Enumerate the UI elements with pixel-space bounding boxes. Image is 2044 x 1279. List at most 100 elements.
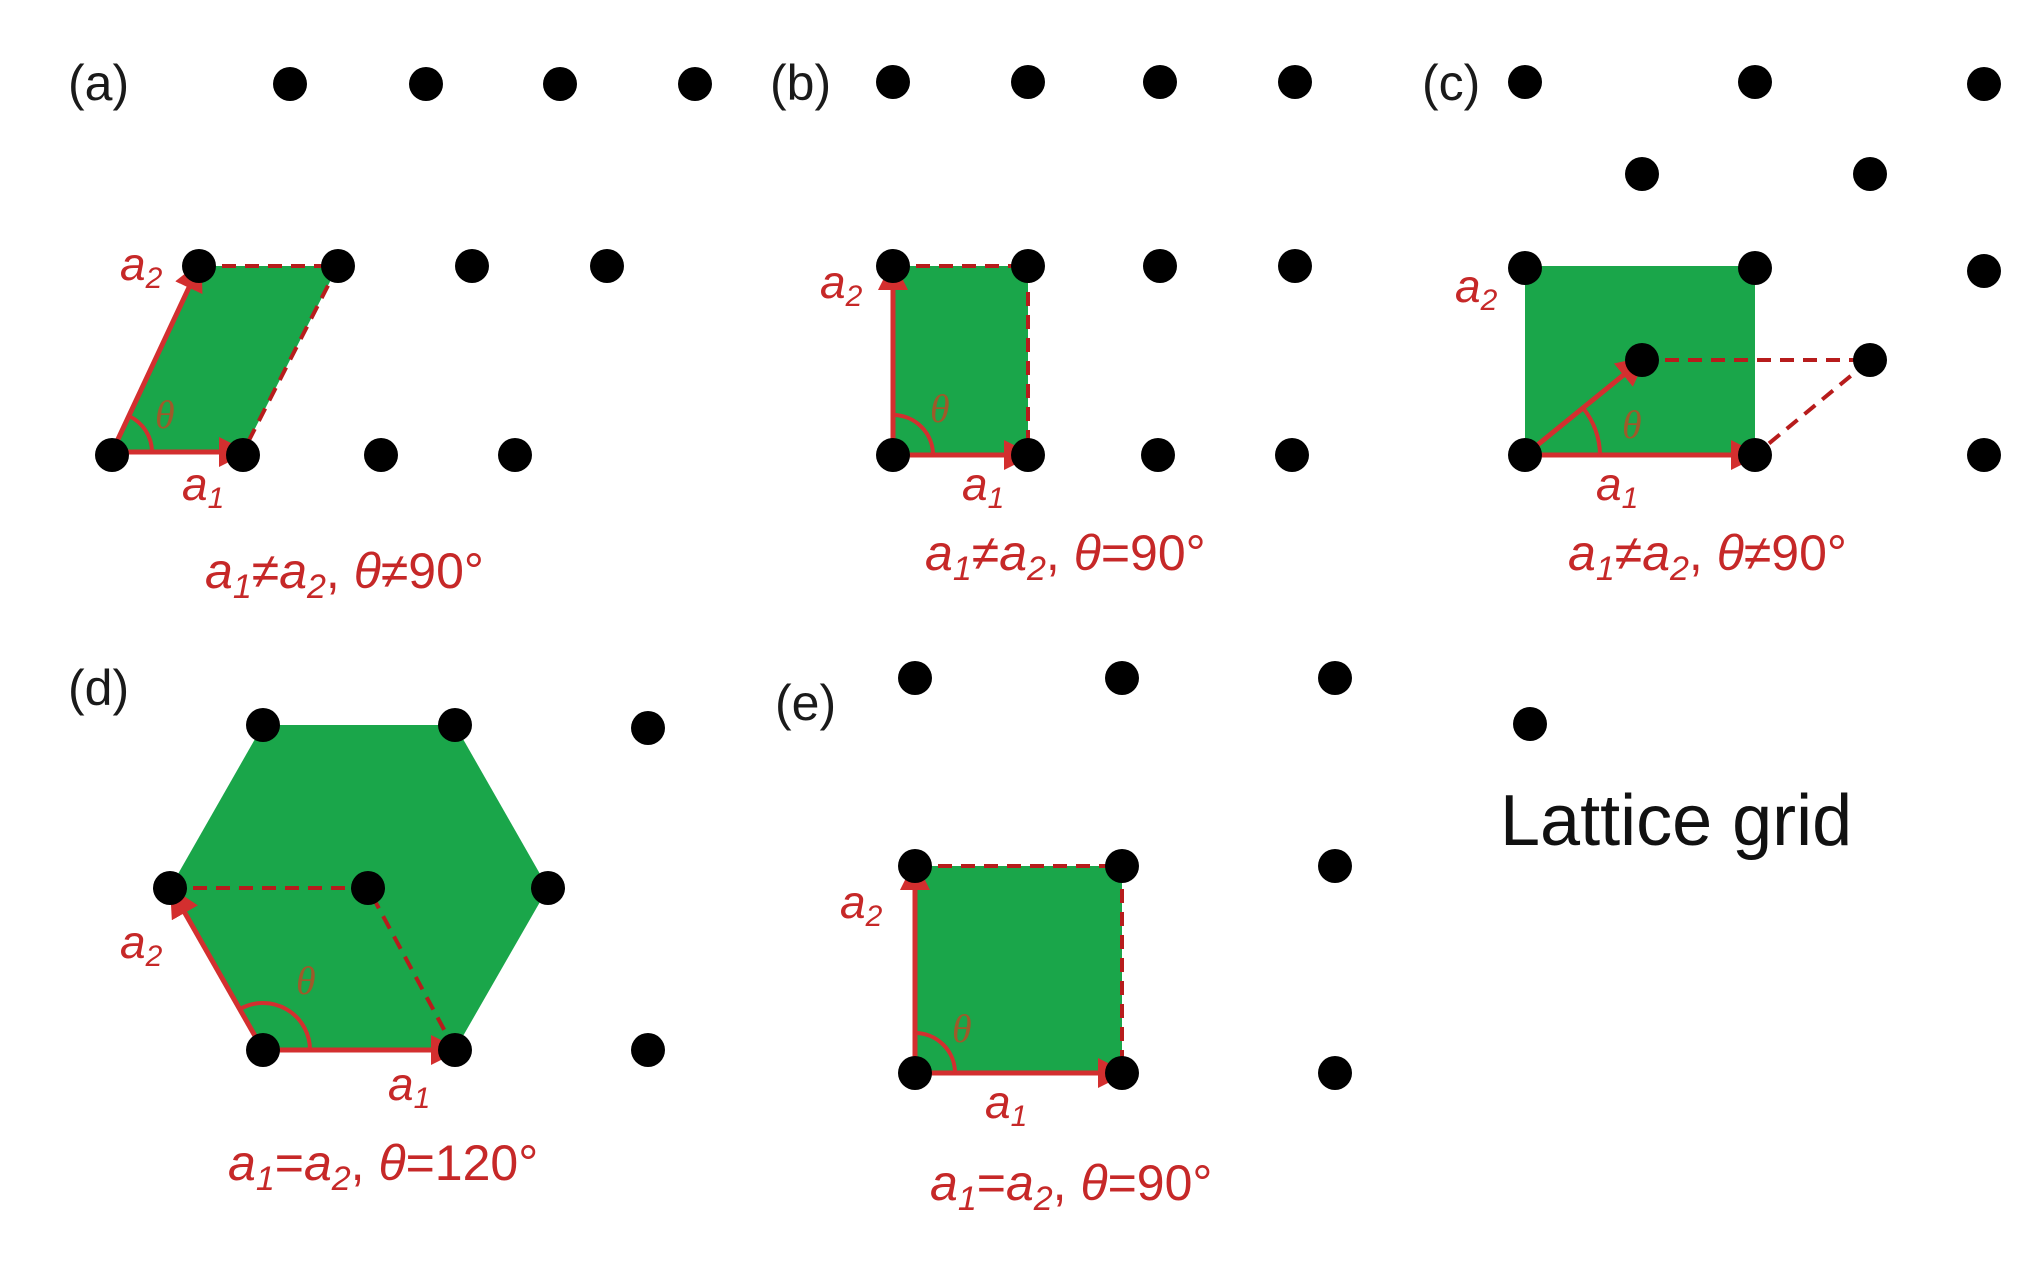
lattice-dots-e	[898, 661, 1547, 1090]
dashed-edge-c	[1642, 358, 1876, 457]
lattice-dot	[898, 661, 932, 695]
formula-c: a1≠a2, θ≠90°	[1568, 525, 1847, 588]
lattice-dots-d	[153, 708, 665, 1067]
lattice-dot	[1738, 251, 1772, 285]
dashed-edge-b	[893, 264, 1030, 455]
a2-label-b: a2	[820, 256, 863, 313]
lattice-dot	[876, 249, 910, 283]
lattice-dot	[1508, 251, 1542, 285]
theta-label-a: θ	[155, 392, 175, 437]
a2-label-e: a2	[840, 876, 883, 933]
lattice-dot	[1967, 67, 2001, 101]
a1-label-c: a1	[1596, 458, 1638, 515]
lattice-dot	[438, 1033, 472, 1067]
lattice-dot	[678, 67, 712, 101]
a2-label-a: a2	[120, 238, 163, 295]
lattice-dot	[273, 67, 307, 101]
unit-cell-b	[893, 266, 1028, 455]
lattice-dot	[898, 1056, 932, 1090]
lattice-dot	[543, 67, 577, 101]
vector-a2-c	[1523, 356, 1647, 457]
lattice-dot	[182, 249, 216, 283]
lattice-dot	[1011, 249, 1045, 283]
lattice-dot	[1143, 65, 1177, 99]
panel-e: (e) θ a1 a2 a1=a2, θ=90°	[775, 661, 1547, 1218]
panel-label-a: (a)	[68, 55, 129, 111]
a1-label-b: a1	[962, 458, 1004, 515]
a2-label-d: a2	[120, 916, 163, 973]
lattice-dot	[455, 249, 489, 283]
lattice-dot	[1275, 438, 1309, 472]
lattice-dot	[409, 67, 443, 101]
angle-arc-b	[892, 413, 935, 456]
lattice-dot	[876, 438, 910, 472]
lattice-dot	[364, 438, 398, 472]
lattice-dot	[95, 438, 129, 472]
lattice-dot	[1318, 661, 1352, 695]
unit-cell-a	[112, 266, 338, 452]
lattice-dot	[1967, 438, 2001, 472]
lattice-dot	[1105, 661, 1139, 695]
panel-b: (b) θ a1 a2 a1≠a2, θ=90°	[770, 55, 1312, 588]
lattice-dots-b	[876, 65, 1312, 472]
angle-arc-d	[239, 1001, 312, 1051]
panel-label-c: (c)	[1422, 55, 1480, 111]
lattice-dot	[1513, 707, 1547, 741]
theta-label-d: θ	[296, 958, 316, 1003]
theta-label-e: θ	[952, 1006, 972, 1051]
panel-a: (a) θ a1 a2 a1≠a2, θ≠90°	[68, 55, 712, 606]
lattice-dot	[1738, 65, 1772, 99]
panel-label-d: (d)	[68, 660, 129, 716]
lattice-dot	[1011, 438, 1045, 472]
lattice-dot	[1105, 849, 1139, 883]
a1-label-a: a1	[182, 458, 224, 515]
lattice-dot	[1105, 1056, 1139, 1090]
formula-b: a1≠a2, θ=90°	[925, 525, 1206, 588]
lattice-dot	[898, 849, 932, 883]
angle-arc-c	[1581, 406, 1602, 456]
lattice-dot	[498, 438, 532, 472]
panel-label-b: (b)	[770, 55, 831, 111]
lattice-dot	[631, 711, 665, 745]
a1-label-e: a1	[985, 1076, 1027, 1133]
lattice-dot	[1508, 438, 1542, 472]
lattice-dot	[1625, 343, 1659, 377]
panel-label-e: (e)	[775, 675, 836, 731]
lattice-dot	[1853, 157, 1887, 191]
lattice-dot	[1143, 249, 1177, 283]
lattice-dot	[321, 249, 355, 283]
lattice-dot	[590, 249, 624, 283]
lattice-dot	[1141, 438, 1175, 472]
lattice-dot	[531, 871, 565, 905]
lattice-dot	[1318, 849, 1352, 883]
lattice-dot	[1967, 254, 2001, 288]
panel-c: (c) θ a1 a2 a1≠a2, θ≠90°	[1422, 55, 2001, 588]
panel-d: (d) θ a1 a2 a1=a2, θ=120°	[68, 660, 665, 1198]
lattice-dots-a	[95, 67, 712, 472]
theta-label-c: θ	[1622, 402, 1642, 447]
formula-e: a1=a2, θ=90°	[930, 1155, 1212, 1218]
lattice-dot	[1853, 343, 1887, 377]
lattice-dot	[876, 65, 910, 99]
theta-label-b: θ	[930, 386, 950, 431]
lattice-dot	[1508, 65, 1542, 99]
angle-arc-e	[914, 1031, 957, 1074]
a1-label-d: a1	[388, 1058, 430, 1115]
lattice-dot	[438, 708, 472, 742]
angle-arc-a	[128, 414, 154, 453]
lattice-dot	[153, 871, 187, 905]
lattice-dot	[226, 438, 260, 472]
lattice-dot	[1738, 438, 1772, 472]
lattice-dot	[1278, 65, 1312, 99]
vector-a2-d	[170, 886, 266, 1052]
unit-cell-e	[915, 866, 1122, 1073]
vector-a2-a	[109, 260, 203, 454]
figure-title: Lattice grid	[1500, 781, 1852, 861]
lattice-dot	[1318, 1056, 1352, 1090]
lattice-dot	[246, 708, 280, 742]
lattice-dots-c	[1508, 65, 2001, 472]
formula-d: a1=a2, θ=120°	[228, 1135, 538, 1198]
a2-label-c: a2	[1455, 260, 1498, 317]
lattice-dot	[1011, 65, 1045, 99]
